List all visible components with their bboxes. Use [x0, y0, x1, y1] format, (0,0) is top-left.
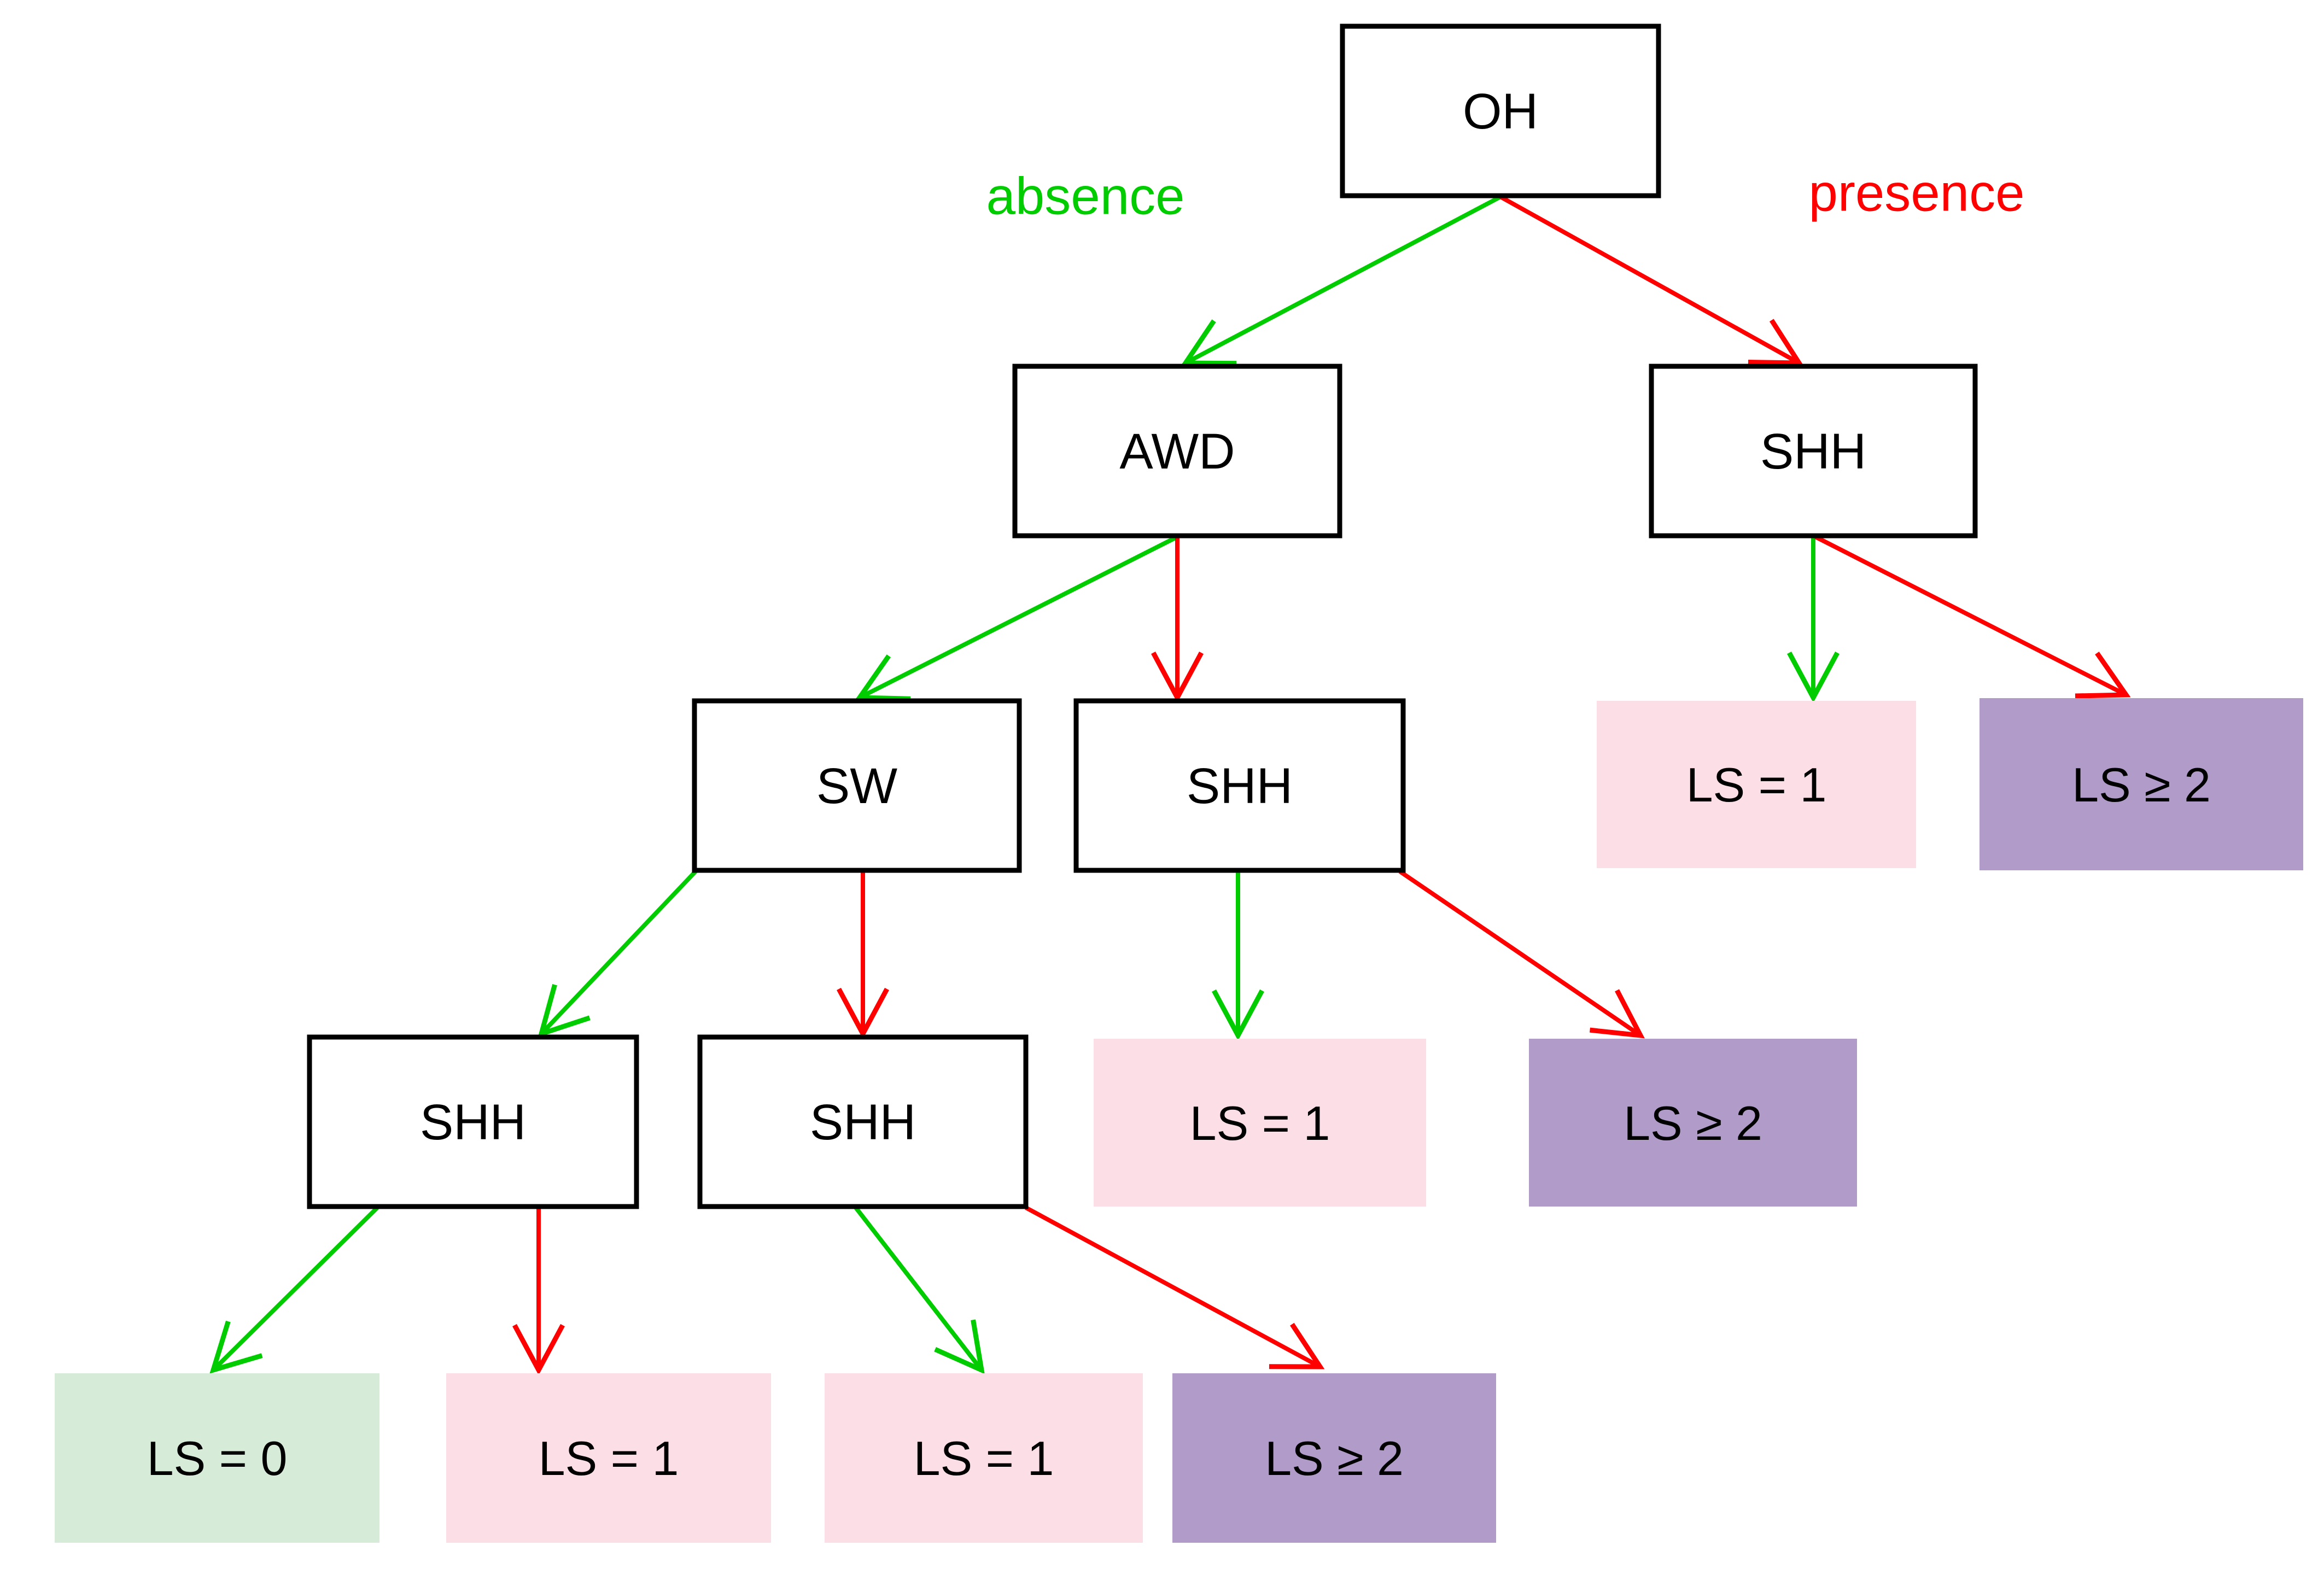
leaf-ls2-level4: LS ≥ 2: [1529, 1039, 1857, 1207]
edge-shh-ls2-presence-arrow: [1814, 535, 2131, 699]
edge-awd-sw-absence-arrow: [855, 535, 1178, 701]
edge-shh2-ls2-presence-arrow: [1025, 1205, 1325, 1369]
leaf-box-ls1-bottom-2: [825, 1373, 1143, 1543]
leaf-ls1-bottom-2: LS = 1: [825, 1373, 1143, 1543]
leaf-box-ls1-level3: [1597, 701, 1916, 868]
node-label-shh-left: SHH: [420, 1094, 526, 1150]
edge-oh-awd-absence-arrow: [1181, 195, 1502, 366]
leaf-ls0-bottom: LS = 0: [55, 1373, 379, 1543]
node-label-shh-right: SHH: [1760, 424, 1866, 479]
edge-shh2-ls1-absence-arrow: [854, 1206, 985, 1374]
node-box-awd: [1012, 364, 1342, 538]
leaf-label-ls1-level4: LS = 1: [1190, 1096, 1330, 1150]
leaf-box-ls2-bottom: [1172, 1373, 1496, 1543]
leaf-box-ls1-bottom-1: [446, 1373, 771, 1543]
node-label-shh-middle: SHH: [1187, 758, 1293, 814]
node-root-oh: OH: [1340, 24, 1661, 198]
node-label-awd: AWD: [1119, 424, 1235, 479]
leaf-label-ls1-bottom-2: LS = 1: [914, 1431, 1054, 1485]
node-shh-left: SHH: [307, 1034, 639, 1209]
node-label-sw: SW: [816, 758, 897, 814]
leaf-box-ls0-bottom: [55, 1373, 379, 1543]
node-box-shh-middle: [1073, 698, 1406, 873]
node-label-shh-second: SHH: [810, 1094, 916, 1150]
node-box-sw: [692, 698, 1022, 873]
node-shh-right: SHH: [1649, 364, 1978, 538]
node-label-oh: OH: [1463, 84, 1538, 139]
leaf-ls2-level3: LS ≥ 2: [1980, 698, 2303, 870]
node-awd: AWD: [1012, 364, 1342, 538]
edge-oh-shh-presence-arrow: [1499, 195, 1804, 366]
node-box-shh-left: [307, 1034, 639, 1209]
leaf-label-ls0-bottom: LS = 0: [147, 1431, 288, 1485]
edge-shhmid-ls2-presence-arrow: [1398, 869, 1645, 1039]
leaf-ls1-level3: LS = 1: [1597, 701, 1916, 868]
leaf-label-ls2-bottom: LS ≥ 2: [1265, 1431, 1404, 1485]
leaf-box-ls1-level4: [1094, 1039, 1426, 1207]
node-box-shh-second: [697, 1034, 1029, 1209]
leaf-label-ls1-bottom-1: LS = 1: [539, 1431, 679, 1485]
node-shh-middle: SHH: [1073, 698, 1406, 873]
leaf-ls1-bottom-1: LS = 1: [446, 1373, 771, 1543]
node-box-shh-right: [1649, 364, 1978, 538]
leaf-ls1-level4: LS = 1: [1094, 1039, 1426, 1207]
leaf-label-ls2-level3: LS ≥ 2: [2072, 758, 2211, 812]
leaf-box-ls2-level3: [1980, 698, 2303, 870]
branch-label-absence: absence: [986, 167, 1185, 226]
leaf-box-ls2-level4: [1529, 1039, 1857, 1207]
node-shh-second: SHH: [697, 1034, 1029, 1209]
leaf-ls2-bottom: LS ≥ 2: [1172, 1373, 1496, 1543]
edge-shhleft-ls0-absence-arrow: [209, 1206, 379, 1374]
branch-label-presence: presence: [1809, 164, 2025, 223]
leaf-label-ls2-level4: LS ≥ 2: [1624, 1096, 1762, 1150]
node-sw: SW: [692, 698, 1022, 873]
node-box-oh: [1340, 24, 1661, 198]
leaf-label-ls1-level3: LS = 1: [1686, 758, 1827, 812]
edge-sw-shh-absence-arrow: [538, 870, 697, 1038]
